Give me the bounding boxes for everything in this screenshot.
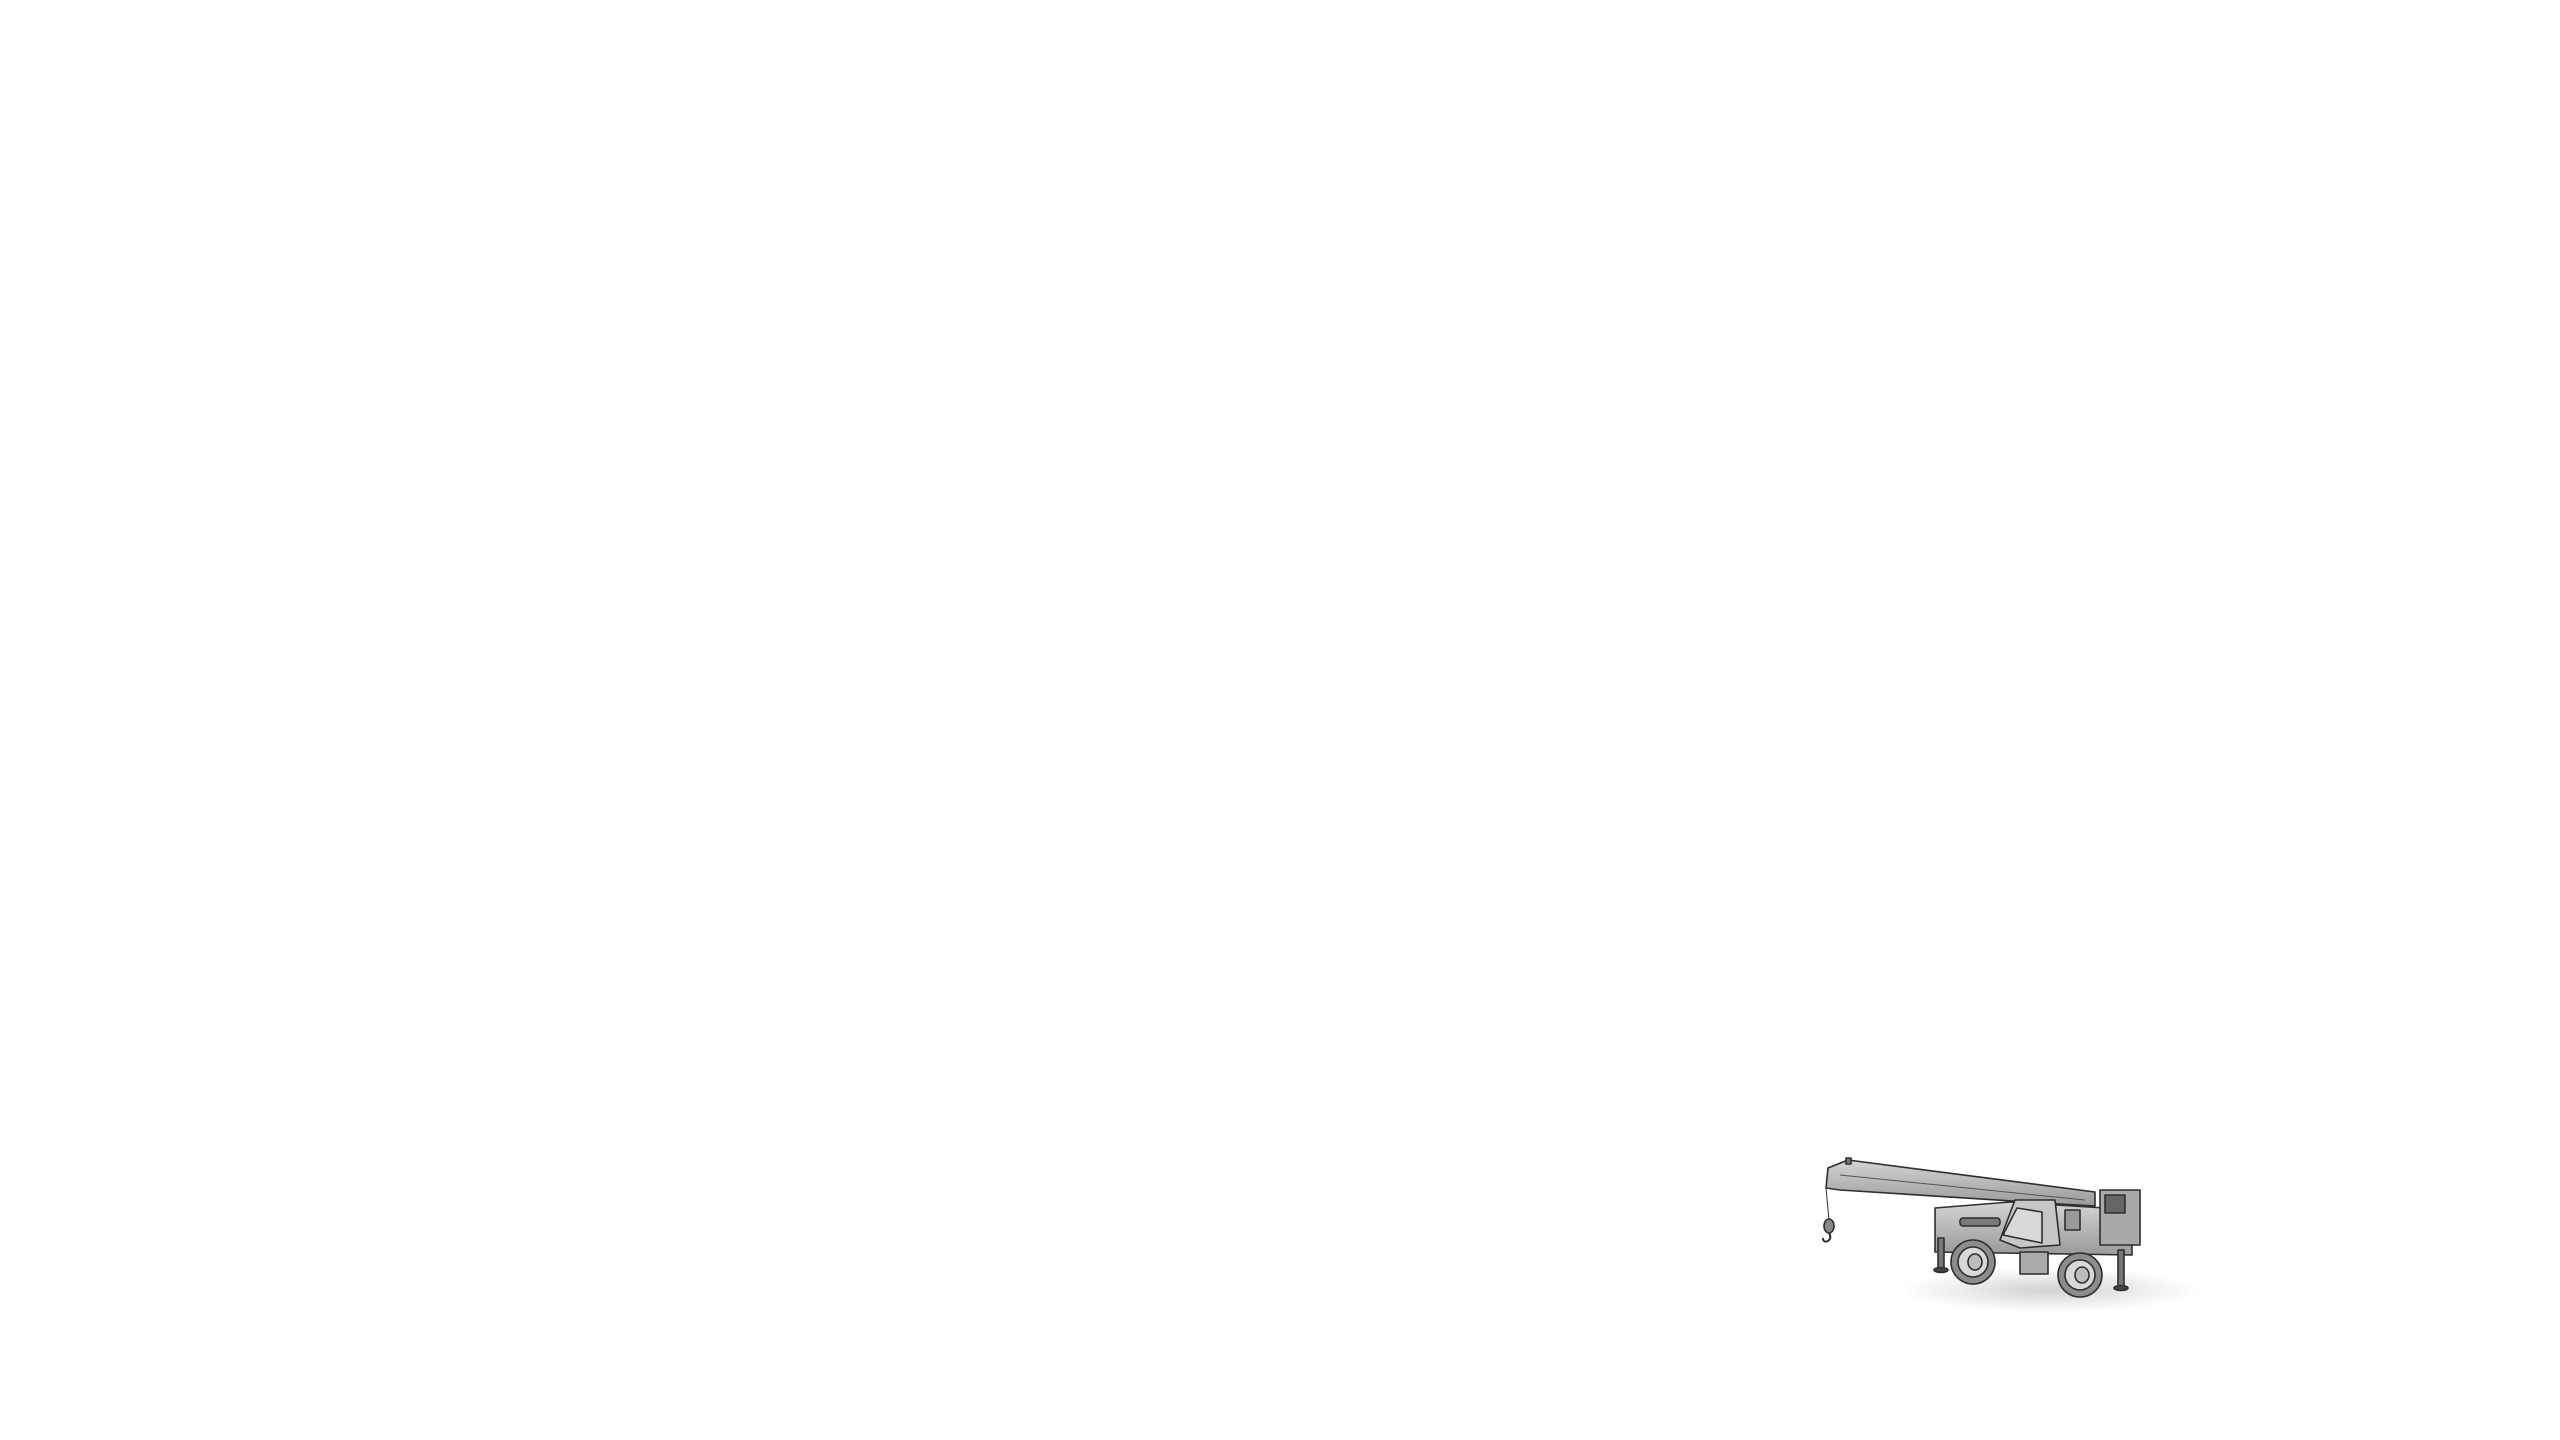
- ground-shadow: [1900, 1268, 2200, 1312]
- crane-boom: [1825, 1159, 2096, 1207]
- front-wheel: [1950, 1239, 1996, 1285]
- outrigger-front: [1937, 1237, 1945, 1269]
- hook-icon: [1822, 1232, 1832, 1243]
- rear-wheel: [2057, 1252, 2103, 1298]
- hook-block: [1823, 1218, 1835, 1234]
- mobile-crane-model[interactable]: [1820, 1140, 2220, 1340]
- hook-cable: [1825, 1187, 1830, 1221]
- outrigger-rear: [2117, 1249, 2125, 1287]
